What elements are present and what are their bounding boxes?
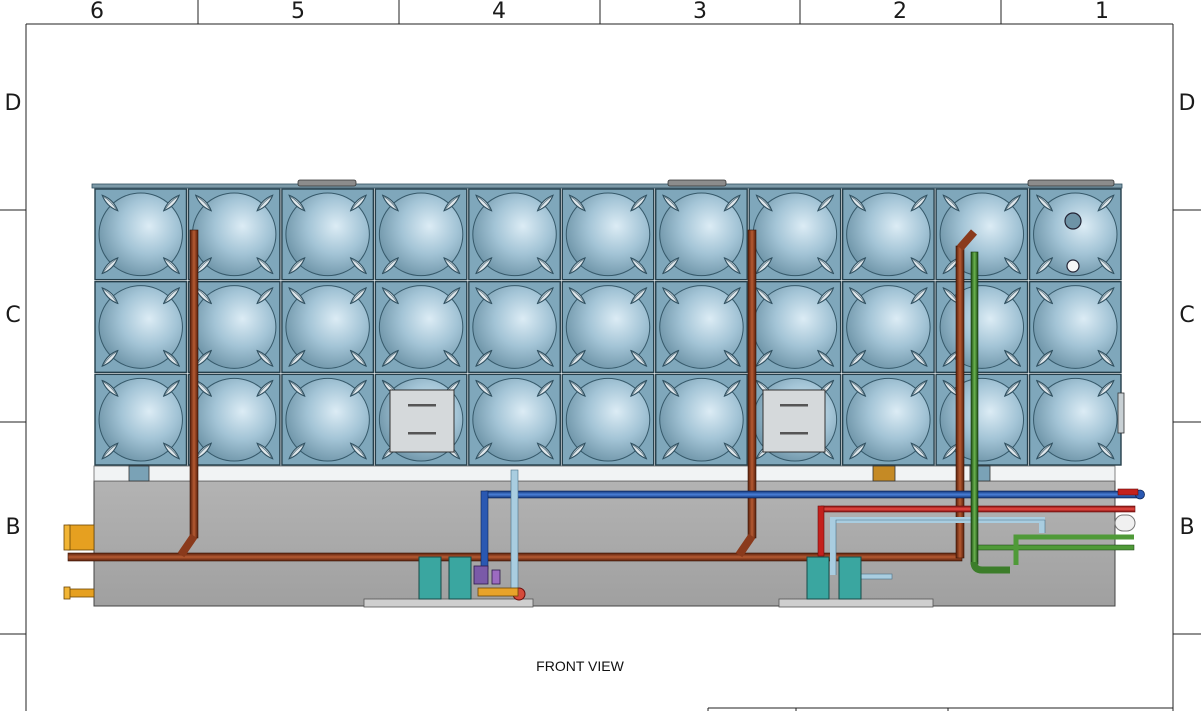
zone-row-b-left: B bbox=[5, 515, 21, 540]
manhole-cover-left bbox=[389, 389, 455, 453]
tank-panel bbox=[655, 188, 748, 281]
tank-panel bbox=[1028, 188, 1122, 281]
tank-panel bbox=[935, 188, 1029, 281]
tank-panel bbox=[468, 188, 561, 281]
tank-panel bbox=[281, 188, 375, 281]
roof-hatches bbox=[91, 179, 1123, 189]
zone-col-5: 5 bbox=[291, 0, 305, 24]
tank-base bbox=[93, 465, 1116, 608]
tank-panel bbox=[1028, 373, 1122, 466]
tank-panel bbox=[94, 280, 188, 374]
pump-set-left bbox=[418, 556, 519, 600]
tank-panel bbox=[187, 280, 281, 374]
tank-panel bbox=[655, 373, 748, 466]
tank-panel bbox=[468, 373, 561, 466]
view-caption: FRONT VIEW bbox=[536, 658, 624, 674]
zone-row-c-left: C bbox=[5, 303, 21, 328]
tank-panel bbox=[281, 373, 375, 466]
tank-panel bbox=[94, 373, 188, 466]
zone-row-d-left: D bbox=[4, 91, 22, 116]
zone-row-b-right: B bbox=[1179, 515, 1195, 540]
tank-panel bbox=[374, 280, 468, 374]
tank-panel bbox=[935, 280, 1029, 374]
tank-panel bbox=[187, 373, 281, 466]
zone-col-6: 6 bbox=[90, 0, 104, 24]
manhole-cover-right bbox=[762, 389, 826, 453]
tank-panel bbox=[94, 188, 188, 281]
zone-col-2: 2 bbox=[893, 0, 907, 24]
tank-panel bbox=[935, 373, 1029, 466]
zone-col-3: 3 bbox=[693, 0, 707, 24]
tank-panel bbox=[561, 280, 655, 374]
zone-row-d-right: D bbox=[1178, 91, 1196, 116]
tank-panel bbox=[748, 188, 842, 281]
tank-panel bbox=[748, 280, 842, 374]
tank-panel bbox=[841, 188, 935, 281]
tank-panel bbox=[187, 188, 281, 281]
tank-panel bbox=[374, 188, 468, 281]
piping bbox=[63, 229, 1145, 601]
tank-panel bbox=[561, 373, 655, 466]
tank-panel bbox=[281, 280, 375, 374]
tank-nozzles bbox=[1064, 212, 1125, 434]
zone-row-c-right: C bbox=[1179, 303, 1195, 328]
zone-col-4: 4 bbox=[492, 0, 506, 24]
tank-panel bbox=[561, 188, 655, 281]
zone-col-1: 1 bbox=[1095, 0, 1109, 24]
tank-panel bbox=[841, 373, 935, 466]
pump-set-right bbox=[806, 556, 862, 600]
tank-panel bbox=[655, 280, 748, 374]
tank-panel bbox=[468, 280, 561, 374]
tank-panel bbox=[1028, 280, 1122, 374]
tank-panel-grid bbox=[94, 188, 1122, 466]
tank-panel bbox=[841, 280, 935, 374]
